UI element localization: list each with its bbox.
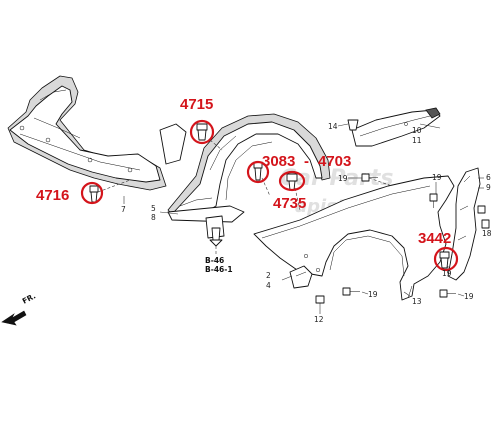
bolt-12 xyxy=(315,295,325,312)
clip-14 xyxy=(347,119,359,131)
fender-liner-part xyxy=(167,113,331,239)
ref-14: 14 xyxy=(328,122,338,131)
callout-4735: 4735 xyxy=(273,195,306,212)
ref-10: 10 xyxy=(412,126,422,135)
ring-4716 xyxy=(80,181,104,205)
clip-3442 xyxy=(439,251,450,269)
bolt-19-c xyxy=(477,205,486,214)
ring-4735 xyxy=(278,170,306,192)
ref-4: 4 xyxy=(266,281,271,290)
front-bracket-part xyxy=(289,265,313,289)
fasteners xyxy=(89,119,490,312)
bolt-19-b xyxy=(429,193,438,208)
callout-3083: 3083 xyxy=(262,153,295,170)
ref-5: 5 xyxy=(151,204,156,213)
ref-18: 18 xyxy=(482,229,492,238)
clip-4716 xyxy=(89,185,99,203)
callout-dash: - xyxy=(304,153,309,170)
ref-6: 6 xyxy=(486,173,491,182)
ring-3083 xyxy=(246,160,270,184)
leader-lines xyxy=(97,123,484,314)
ref-13: 13 xyxy=(412,297,422,306)
ref-19-d: 19 xyxy=(368,290,378,299)
liner-clip xyxy=(209,227,223,247)
callout-4703: 4703 xyxy=(318,153,351,170)
clip-3083 xyxy=(253,161,263,181)
callout-rings xyxy=(80,119,459,272)
fender-trim-part xyxy=(351,107,441,147)
bolt-19-a xyxy=(361,173,378,182)
ref-9: 9 xyxy=(486,183,491,192)
ref-7: 7 xyxy=(121,205,126,214)
ring-3442 xyxy=(433,246,459,272)
side-bracket-part xyxy=(447,167,481,281)
ref-2: 2 xyxy=(266,271,271,280)
ref-19-c: 19 xyxy=(442,269,452,278)
bolt-19-d xyxy=(342,287,360,296)
ref-12: 12 xyxy=(314,315,324,324)
callout-numbers: 4715 4716 3083 - 4703 4735 3442 xyxy=(36,96,451,247)
reference-numbers: 7 5 8 14 19 10 11 19 6 9 18 19 2 4 12 19… xyxy=(121,122,492,324)
ref-19-e: 19 xyxy=(464,292,474,301)
undercover-part xyxy=(7,75,187,191)
front-direction-arrow: FR. xyxy=(1,291,38,326)
ref-11: 11 xyxy=(412,136,422,145)
watermark-line1: Car Parts xyxy=(280,166,394,191)
front-label: FR. xyxy=(21,291,38,306)
callout-4715: 4715 xyxy=(180,96,213,113)
ref-b46-1: B-46-1 xyxy=(205,265,233,274)
ring-4715 xyxy=(189,119,215,145)
bolt-18 xyxy=(481,219,490,229)
clip-4715 xyxy=(196,123,208,141)
callout-3442: 3442 xyxy=(418,230,451,247)
bolt-19-e xyxy=(439,289,456,298)
ref-19-a: 19 xyxy=(338,174,348,183)
callout-4716: 4716 xyxy=(36,187,69,204)
ref-b46: B-46 xyxy=(205,256,224,265)
ref-8: 8 xyxy=(151,213,156,222)
ref-19-b: 19 xyxy=(432,173,442,182)
